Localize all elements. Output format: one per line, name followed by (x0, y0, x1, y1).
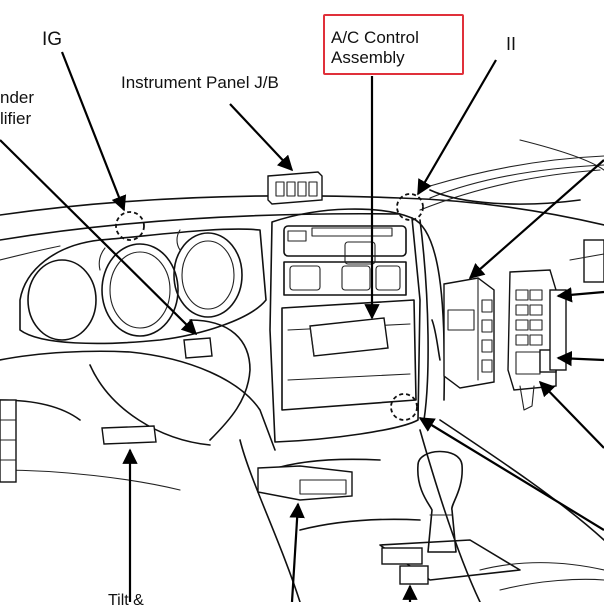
label-cylinder-line2: lifier (0, 109, 32, 128)
label-ac-control-line1: A/C Control (331, 28, 419, 47)
label-tilt: Tilt & (108, 592, 144, 609)
leader-lines (0, 51, 604, 602)
location-markers (115, 193, 424, 421)
center-stack (269, 208, 446, 443)
instrument-cluster (19, 228, 267, 345)
highlight-box-ac-control (323, 14, 464, 75)
center-console (239, 419, 604, 602)
lower-left-panel (0, 319, 276, 491)
label-ac-control-line2: Assembly (331, 48, 405, 67)
label-instrument-panel-jb: Instrument Panel J/B (121, 73, 279, 92)
label-cylinder-line1: nder (0, 88, 35, 107)
components (101, 171, 389, 445)
label-ig: IG (42, 29, 63, 50)
right-junction-area (431, 239, 604, 411)
dashboard-outline (0, 139, 604, 261)
label-ii: II (506, 34, 517, 54)
